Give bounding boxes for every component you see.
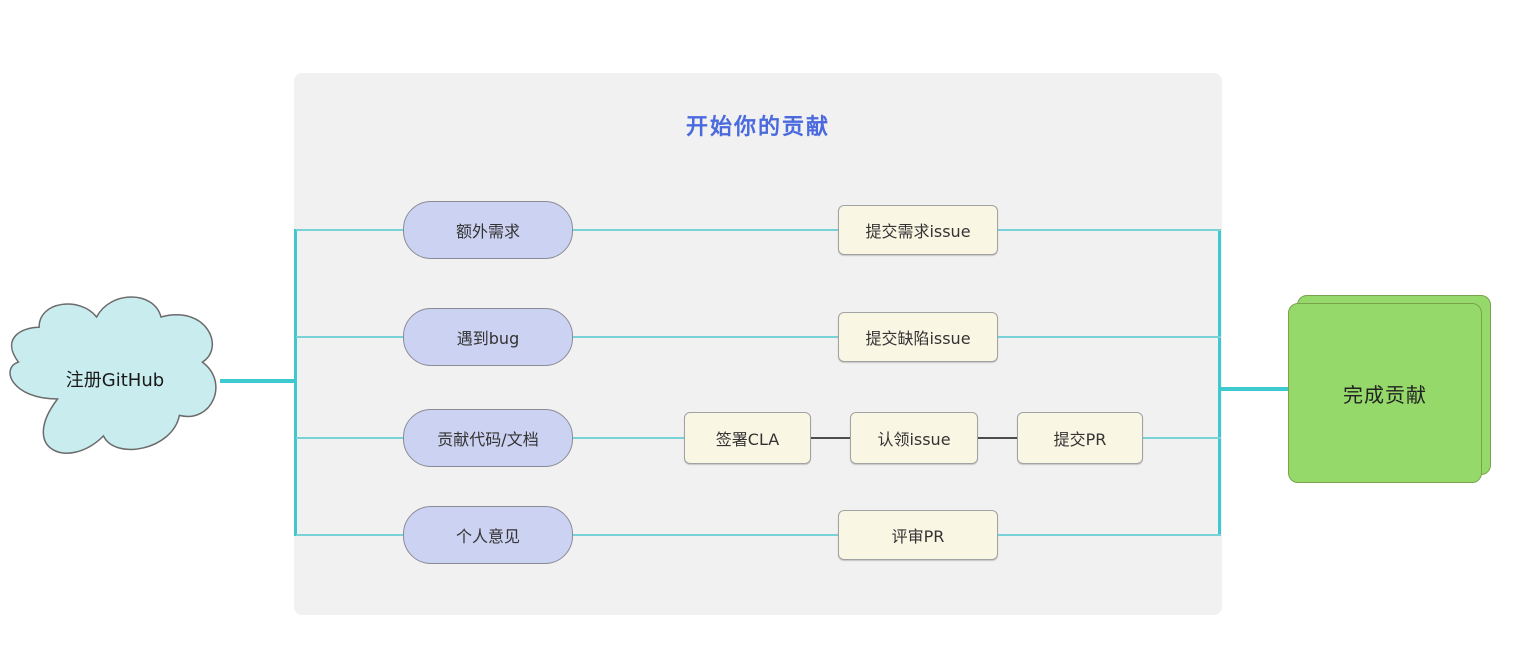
step-node-submit-requirement-issue[interactable]: 提交需求issue [838,205,998,255]
step-node-label: 认领issue [877,430,951,449]
edge-row1-c [998,229,1221,231]
branch-node-label: 遇到bug [456,329,520,348]
start-node-label: 注册GitHub [65,369,165,391]
edge-row4-b [573,534,838,536]
step-node-label: 提交需求issue [865,222,971,241]
panel-title: 开始你的贡献 [685,115,830,140]
step-node-label: 提交PR [1053,430,1107,449]
edge-start-to-trunk [220,379,296,383]
branch-node-contribute-code-docs[interactable]: 贡献代码/文档 [403,409,573,467]
end-node[interactable]: 完成贡献 [1288,295,1492,485]
edge-row1-b [573,229,838,231]
branch-node-label: 贡献代码/文档 [437,430,539,449]
step-node-claim-issue[interactable]: 认领issue [850,412,978,464]
edge-row3-step1-step2 [811,437,850,439]
edge-row2-b [573,336,838,338]
cloud-shape-icon [9,296,217,454]
edge-row3-a [296,437,403,439]
step-node-review-pr[interactable]: 评审PR [838,510,998,560]
edge-row4-a [296,534,403,536]
start-node-cloud[interactable]: 注册GitHub [0,276,230,481]
edge-row2-a [296,336,403,338]
edge-row4-c [998,534,1221,536]
edge-row2-c [998,336,1221,338]
edge-row1-a [296,229,403,231]
branch-node-personal-opinion[interactable]: 个人意见 [403,506,573,564]
step-node-submit-defect-issue[interactable]: 提交缺陷issue [838,312,998,362]
step-node-label: 评审PR [891,527,945,546]
edge-trunk-to-end [1221,387,1288,391]
step-node-submit-pr[interactable]: 提交PR [1017,412,1143,464]
branch-node-label: 额外需求 [455,222,520,241]
step-node-label: 签署CLA [715,430,780,449]
branch-node-label: 个人意见 [455,527,520,546]
edge-row3-b [573,437,684,439]
step-node-sign-cla[interactable]: 签署CLA [684,412,811,464]
trunk-left [294,229,297,536]
branch-node-extra-requirement[interactable]: 额外需求 [403,201,573,259]
branch-node-bug[interactable]: 遇到bug [403,308,573,366]
end-node-front-layer: 完成贡献 [1288,303,1482,483]
trunk-right [1218,229,1221,536]
end-node-label: 完成贡献 [1343,382,1427,407]
step-node-label: 提交缺陷issue [865,329,971,348]
edge-row3-step2-step3 [978,437,1017,439]
edge-row3-c [1143,437,1221,439]
